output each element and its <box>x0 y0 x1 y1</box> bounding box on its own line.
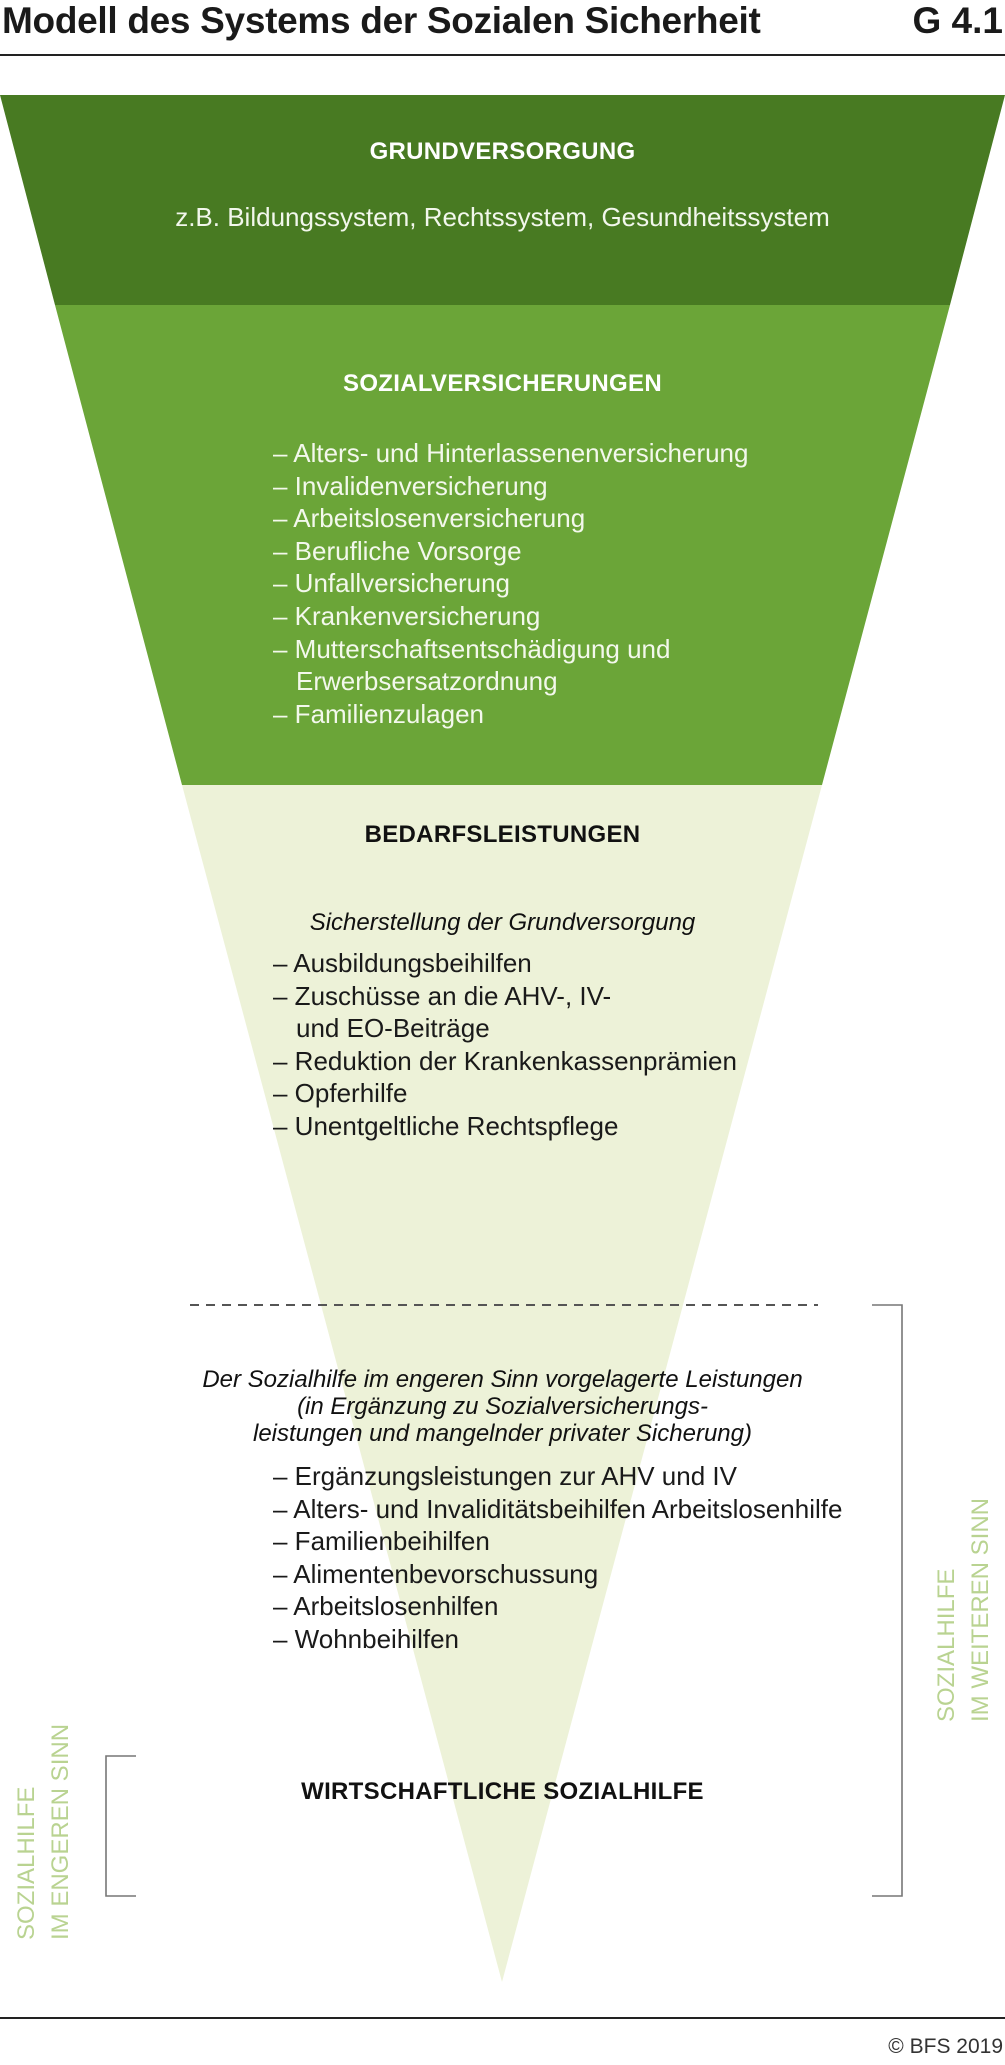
list-item-text: – Alters- und Hinterlassenenversicherung <box>273 438 749 468</box>
list-item-text: – Reduktion der Krankenkassenprämien <box>273 1045 737 1076</box>
list-item-text: – Invalidenversicherung <box>273 470 548 501</box>
vorgelagert-list: – Ergänzungsleistungen zur AHV und IV– A… <box>273 1460 842 1656</box>
list-item-text: – Alimentenbevorschussung <box>273 1558 599 1589</box>
list-item: – Invalidenversicherung <box>273 470 748 503</box>
figure-code: G 4.1 <box>912 0 1004 41</box>
footer-divider <box>0 2017 1005 2019</box>
list-item-text: – Zuschüsse an die AHV-, IV- <box>273 980 612 1011</box>
sozialversicherungen-list: – Alters- und Hinterlassenenversicherung… <box>273 437 748 730</box>
list-item-text: – Unfallversicherung <box>273 568 511 599</box>
list-item: – Zuschüsse an die AHV-, IV-und EO-Beitr… <box>273 980 737 1045</box>
list-item-text: – Opferhilfe <box>273 1078 408 1109</box>
list-item: – Familienzulagen <box>273 698 748 731</box>
list-item-text: – Familienzulagen <box>273 698 485 729</box>
wirtschaftliche-heading: WIRTSCHAFTLICHE SOZIALHILFE <box>301 1778 704 1805</box>
list-item: – Krankenversicherung <box>273 600 748 633</box>
list-item: – Unentgeltliche Rechtspflege <box>273 1110 737 1143</box>
bedarfsleistungen-subheading: Sicherstellung der Grundversorgung <box>309 909 696 936</box>
list-item-text: – Arbeitslosenversicherung <box>273 503 586 534</box>
side-label-line: IM WEITEREN SINN <box>967 1497 994 1722</box>
list-item-continuation: Erwerbsersatzordnung <box>296 666 558 697</box>
list-item: – Alters- und Invaliditätsbeihilfen Arbe… <box>273 1493 842 1526</box>
header: Modell des Systems der Sozialen Sicherhe… <box>0 0 1005 56</box>
list-item-text: – Ausbildungsbeihilfen <box>273 948 532 978</box>
list-item: – Arbeitslosenversicherung <box>273 502 748 535</box>
list-item-text: – Familienbeihilfen <box>273 1526 490 1557</box>
vorgelagert-heading-line: (in Ergänzung zu Sozialversicherungs- <box>297 1393 708 1420</box>
bedarfsleistungen-heading: BEDARFSLEISTUNGEN <box>364 821 641 848</box>
vorgelagert-heading-line: Der Sozialhilfe im engeren Sinn vorgelag… <box>202 1366 803 1393</box>
list-item: – Ergänzungsleistungen zur AHV und IV <box>273 1460 842 1493</box>
list-item-text: – Wohnbeihilfen <box>273 1623 459 1654</box>
side-label-weiteren-sinn: SOZIALHILFE IM WEITEREN SINN <box>930 1498 998 1722</box>
bedarfsleistungen-list: – Ausbildungsbeihilfen– Zuschüsse an die… <box>273 947 737 1143</box>
side-label-line: SOZIALHILFE <box>933 1568 960 1722</box>
list-item-text: – Krankenversicherung <box>273 600 541 631</box>
band-sozialversicherungen <box>55 305 950 785</box>
band-grundversorgung <box>0 95 1005 305</box>
list-item-text: – Alters- und Invaliditätsbeihilfen Arbe… <box>273 1493 843 1524</box>
list-item: – Familienbeihilfen <box>273 1525 842 1558</box>
triangle-bedarfsleistungen <box>182 785 822 1982</box>
list-item: – Opferhilfe <box>273 1077 737 1110</box>
list-item-text: – Berufliche Vorsorge <box>273 535 522 566</box>
bracket-weiteren-sinn <box>872 1304 903 1897</box>
grundversorgung-heading: GRUNDVERSORGUNG <box>369 138 636 165</box>
list-item-text: – Arbeitslosenhilfen <box>273 1591 499 1622</box>
list-item-text: – Mutterschaftsentschädigung und <box>273 633 671 664</box>
side-label-line: IM ENGEREN SINN <box>47 1723 74 1940</box>
side-label-engeren-sinn: SOZIALHILFE IM ENGEREN SINN <box>10 1724 78 1940</box>
list-item-text: – Ergänzungsleistungen zur AHV und IV <box>273 1461 737 1491</box>
list-item: – Unfallversicherung <box>273 567 748 600</box>
list-item-continuation: und EO-Beiträge <box>296 1013 490 1044</box>
list-item: – Ausbildungsbeihilfen <box>273 947 737 980</box>
vorgelagert-heading-line: leistungen und mangelnder privater Siche… <box>253 1420 752 1447</box>
vorgelagert-heading: Der Sozialhilfe im engeren Sinn vorgelag… <box>0 1366 1005 1447</box>
page-title: Modell des Systems der Sozialen Sicherhe… <box>2 0 761 41</box>
copyright: © BFS 2019 <box>888 2035 1003 2058</box>
list-item: – Alimentenbevorschussung <box>273 1558 842 1591</box>
list-item: – Reduktion der Krankenkassenprämien <box>273 1045 737 1078</box>
grundversorgung-subtitle: z.B. Bildungssystem, Rechtssystem, Gesun… <box>175 202 830 232</box>
sozialversicherungen-heading: SOZIALVERSICHERUNGEN <box>343 370 662 397</box>
list-item: – Berufliche Vorsorge <box>273 535 748 568</box>
list-item: – Arbeitslosenhilfen <box>273 1590 842 1623</box>
list-item: – Wohnbeihilfen <box>273 1623 842 1656</box>
list-item-text: – Unentgeltliche Rechtspflege <box>273 1110 619 1141</box>
list-item: – Alters- und Hinterlassenenversicherung <box>273 437 748 470</box>
bracket-engeren-sinn <box>105 1755 136 1897</box>
side-label-line: SOZIALHILFE <box>13 1786 40 1940</box>
